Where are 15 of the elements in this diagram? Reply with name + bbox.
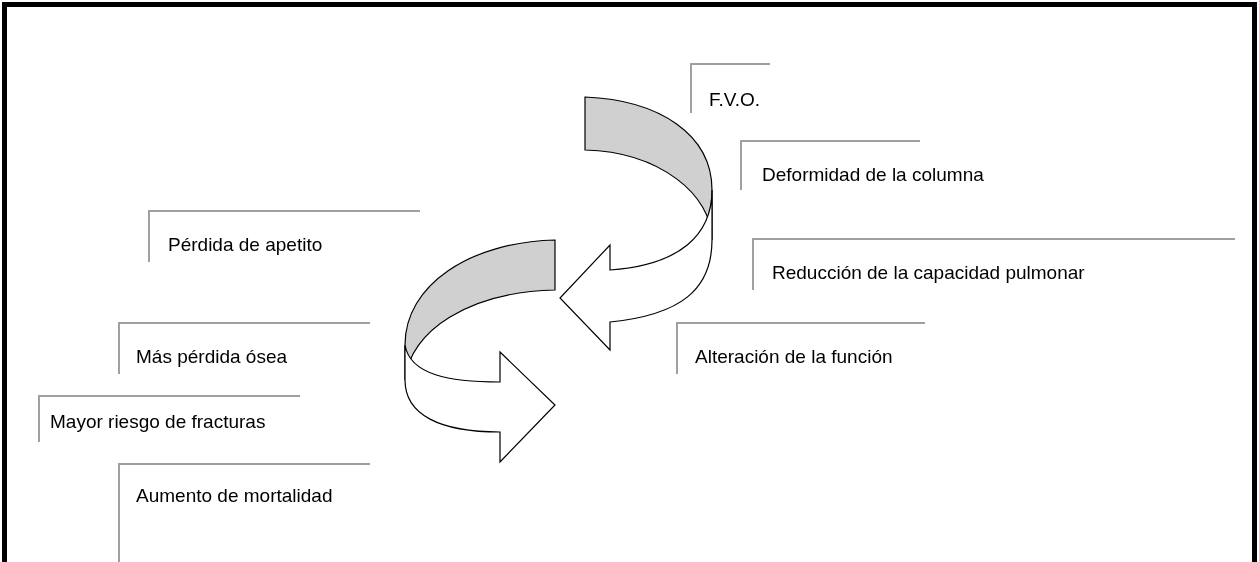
label-text: Reducción de la capacidad pulmonar [772, 262, 1085, 284]
label-text: Más pérdida ósea [136, 346, 288, 368]
bracket-label [752, 238, 1235, 290]
bracket-label [148, 210, 420, 262]
bracket-label [676, 322, 925, 374]
label-text: Aumento de mortalidad [136, 485, 333, 507]
label-text: Mayor riesgo de fracturas [50, 411, 266, 433]
bracket-label [118, 322, 370, 374]
label-text: Alteración de la función [695, 346, 893, 368]
bracket-label [38, 395, 300, 442]
label-text: Deformidad de la columna [762, 164, 984, 186]
label-text: F.V.O. [709, 89, 761, 111]
bracket-label [690, 63, 770, 113]
bracket-label [118, 463, 370, 562]
label-text: Pérdida de apetito [168, 234, 323, 256]
